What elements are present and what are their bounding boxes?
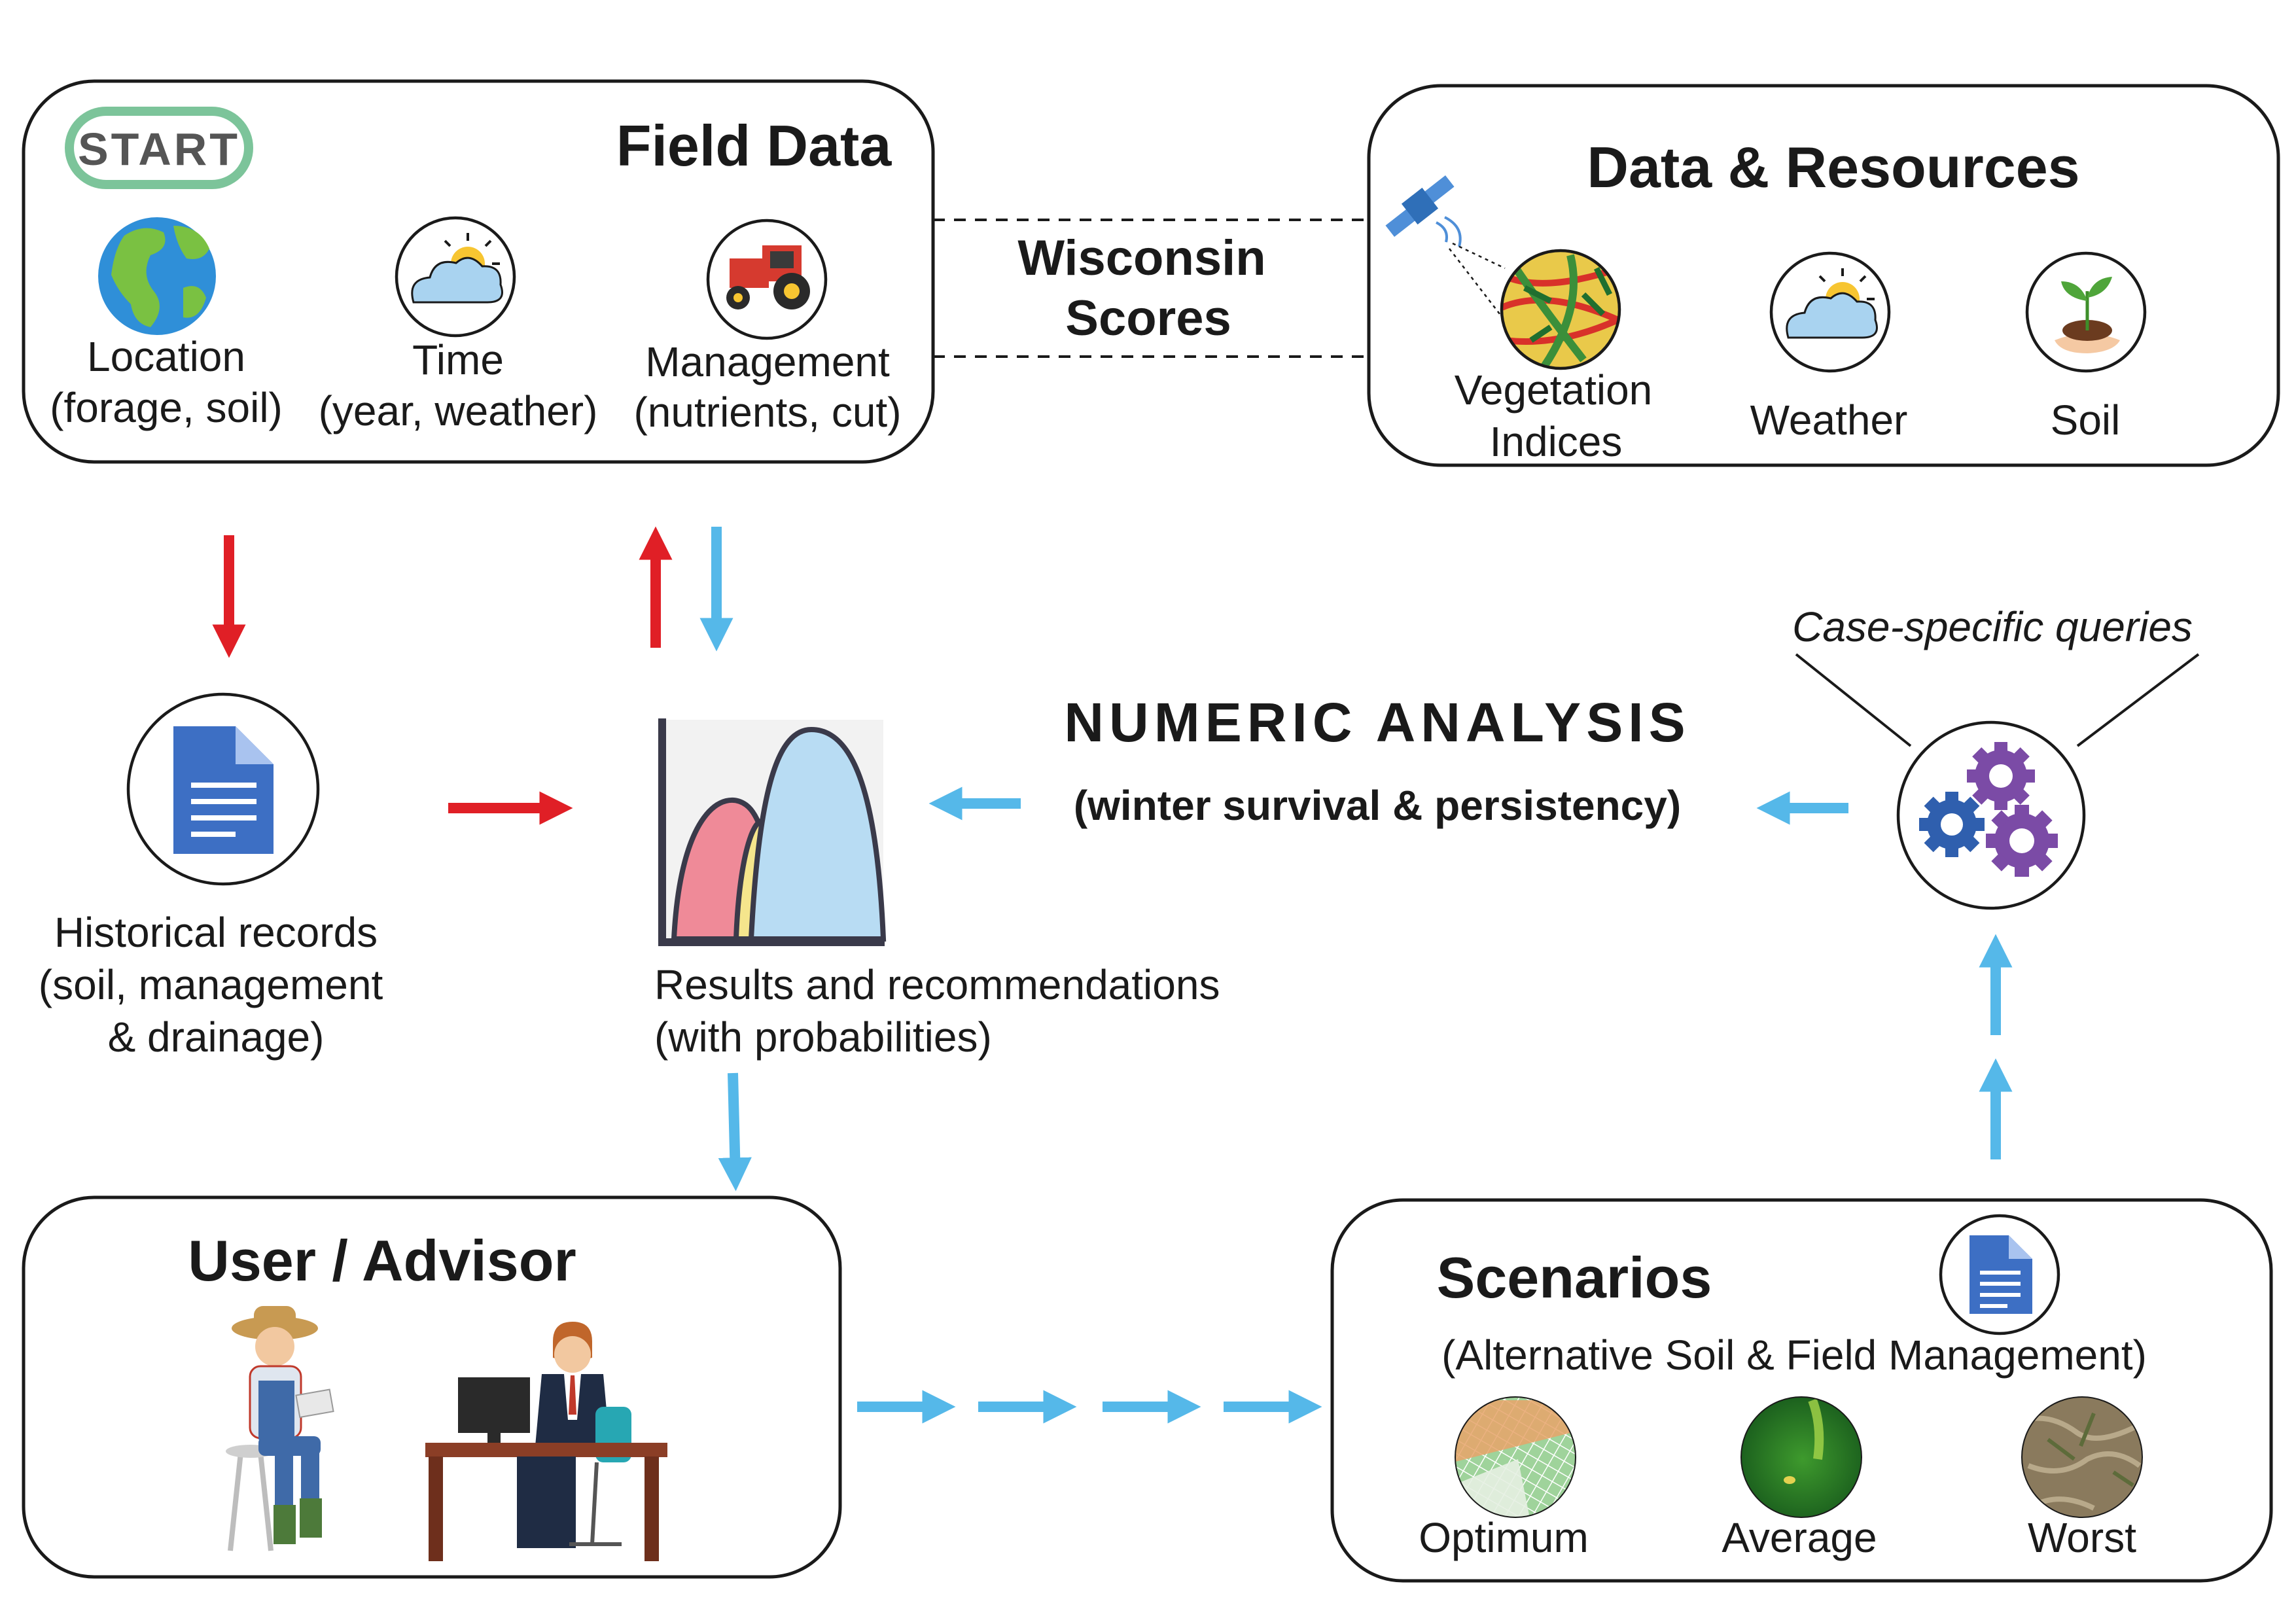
historical-line2: (soil, management: [39, 961, 383, 1008]
time-label: Time: [412, 336, 504, 383]
scenarios-sub: (Alternative Soil & Field Management): [1441, 1332, 2147, 1379]
globe-icon: [98, 217, 216, 335]
optimum-label: Optimum: [1419, 1514, 1589, 1561]
average-label: Average: [1722, 1514, 1877, 1561]
management-sub: (nutrients, cut): [633, 389, 901, 436]
optimum-field-image: [1455, 1396, 1576, 1518]
start-badge[interactable]: START: [65, 107, 253, 189]
soil-label: Soil: [2051, 397, 2121, 444]
satellite-icon: [1385, 175, 1462, 247]
results-line1: Results and recommendations: [654, 961, 1220, 1008]
queries-label: Case-specific queries: [1792, 603, 2193, 650]
historical-line1: Historical records: [54, 909, 378, 956]
vegetation-line1: Vegetation: [1455, 366, 1653, 414]
wisconsin-line2: Scores: [1065, 291, 1231, 346]
results-line2: (with probabilities): [654, 1014, 992, 1061]
weather-label: Weather: [1750, 397, 1908, 444]
historical-line3: & drainage): [108, 1014, 325, 1061]
numeric-title: NUMERIC ANALYSIS: [1064, 692, 1690, 753]
location-sub: (forage, soil): [50, 384, 283, 431]
results-distribution-icon: [658, 718, 887, 946]
soil-plant-icon: [2025, 251, 2147, 373]
document-icon: [1939, 1214, 2060, 1335]
location-label: Location: [87, 333, 245, 380]
weather-icon: [1769, 251, 1891, 373]
historical-records: Historical records (soil, management & d…: [39, 692, 383, 1061]
arrow-results-to-user: [718, 1072, 752, 1192]
worst-field-image: [2021, 1396, 2143, 1518]
vegetation-line2: Indices: [1490, 418, 1623, 465]
weather-icon: [395, 216, 516, 338]
worst-label: Worst: [2028, 1514, 2136, 1561]
user-advisor-panel: User / Advisor: [22, 1195, 842, 1579]
data-resources-panel: Data & Resources Vegetation Indices: [1367, 84, 2280, 467]
farmer-figure: [226, 1306, 334, 1551]
document-icon: [173, 726, 274, 854]
vegetation-map-icon: [1500, 249, 1621, 370]
numeric-sub: (winter survival & persistency): [1074, 782, 1681, 829]
average-field-image: [1740, 1396, 1862, 1518]
management-label: Management: [645, 338, 890, 385]
wisconsin-line1: Wisconsin: [1017, 230, 1265, 286]
scenarios-title: Scenarios: [1437, 1245, 1712, 1310]
field-data-panel: START Field Data Location (forage, soil)…: [22, 79, 935, 464]
start-badge-label: START: [78, 124, 240, 175]
tractor-icon: [706, 219, 828, 340]
time-sub: (year, weather): [319, 387, 598, 434]
scenarios-panel: Scenarios (Alternative Soil & Field Mana…: [1330, 1198, 2273, 1583]
user-advisor-title: User / Advisor: [188, 1228, 576, 1293]
advisor-figure: [425, 1322, 667, 1561]
wisconsin-connector: Wisconsin Scores: [933, 219, 1369, 358]
field-data-title: Field Data: [616, 113, 892, 178]
data-resources-title: Data & Resources: [1587, 135, 2079, 200]
gears-icon: [1896, 720, 2086, 910]
